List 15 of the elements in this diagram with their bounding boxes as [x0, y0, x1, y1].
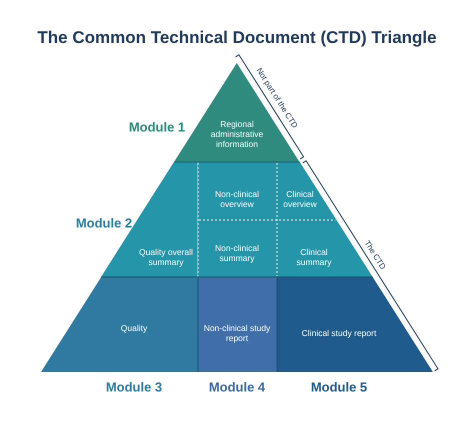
module-label: Module 2: [76, 216, 132, 230]
module-label: Module 5: [310, 380, 368, 394]
section-label: Clinical summary: [296, 247, 332, 267]
section-label: Regional administrative information: [210, 119, 264, 149]
title: The Common Technical Document (CTD) Triangle: [37, 28, 437, 48]
module-label: Module 3: [106, 380, 162, 394]
module-label: Module 4: [208, 380, 266, 394]
section-label: Clinical study report: [300, 328, 378, 338]
section-label: Quality overall summary: [138, 247, 194, 267]
module-label: Module 1: [128, 120, 186, 134]
section-label: Clinical overview: [282, 189, 318, 209]
section-label: Non-clinical summary: [214, 243, 260, 263]
section-label: Non-clinical overview: [214, 189, 260, 209]
section-label: Quality: [120, 323, 148, 333]
section-label: Non-clinical study report: [202, 323, 272, 343]
